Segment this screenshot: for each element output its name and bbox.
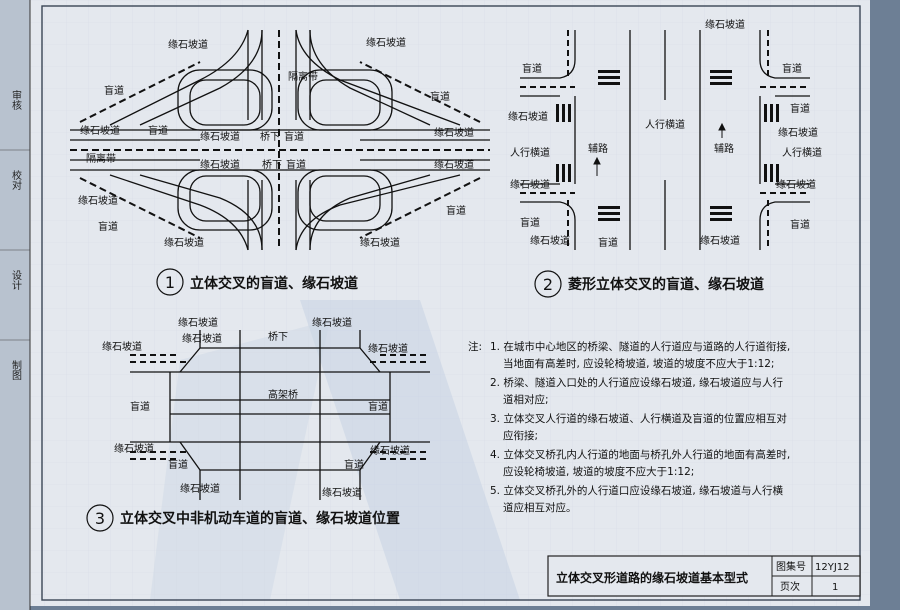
- fig1-label: 缘石坡道: [200, 158, 240, 171]
- fig2-label: 缘石坡道: [705, 18, 745, 31]
- title-block-page-label: 页次: [780, 580, 800, 593]
- figure-1: 缘石坡道 缘石坡道 隔离带 盲道 盲道 缘石坡道 盲道 缘石坡道 桥下 盲道 缘…: [70, 29, 490, 296]
- fig2-label: 缘石坡道: [508, 110, 548, 123]
- drawing-frame: [41, 5, 861, 601]
- notes: 注: 1. 在城市中心地区的桥梁、隧道的人行道应与道路的人行道衔接, 当地面有高…: [468, 340, 790, 514]
- fig2-label: 人行横道: [510, 146, 550, 159]
- title-block-atlas-value: 12YJ12: [815, 562, 850, 573]
- sidebar-item-design: 设计: [10, 270, 22, 291]
- fig2-label: 盲道: [790, 218, 810, 231]
- fig1-label: 盲道: [446, 204, 466, 217]
- notes-line: 2. 桥梁、隧道入口处的人行道应设缘石坡道, 缘石坡道应与人行: [490, 376, 784, 389]
- notes-line: 5. 立体交叉桥孔外的人行道口应设缘石坡道, 缘石坡道与人行横: [490, 484, 784, 497]
- fig3-label: 缘石坡道: [102, 340, 142, 353]
- fig3-label: 盲道: [168, 458, 188, 471]
- fig3-label: 盲道: [368, 400, 388, 413]
- fig2-label: 人行横道: [782, 146, 822, 159]
- notes-line: 应设轮椅坡道, 坡道的坡度不应大于1:12;: [503, 465, 694, 478]
- fig2-caption: 菱形立体交叉的盲道、缘石坡道: [568, 276, 764, 293]
- fig2-label: 辅路: [588, 142, 608, 155]
- fig3-caption-number: 3: [95, 509, 105, 528]
- fig3-label: 缘石坡道: [368, 342, 408, 355]
- fig1-caption: 立体交叉的盲道、缘石坡道: [190, 275, 358, 292]
- fig2-label: 盲道: [522, 62, 542, 75]
- fig1-label: 桥下: [260, 131, 280, 143]
- fig3-caption: 立体交叉中非机动车道的盲道、缘石坡道位置: [120, 510, 400, 527]
- fig1-label: 隔离带: [86, 152, 116, 165]
- sidebar-item-review: 审核: [10, 89, 22, 111]
- fig3-label: 高架桥: [268, 388, 298, 401]
- fig1-label: 缘石坡道: [434, 126, 474, 139]
- fig2-label: 盲道: [598, 236, 618, 249]
- fig3-label: 缘石坡道: [178, 316, 218, 329]
- fig2-label: 缘石坡道: [778, 126, 818, 139]
- fig2-label: 缘石坡道: [510, 178, 550, 191]
- title-block-page-value: 1: [832, 582, 838, 593]
- fig1-label: 隔离带: [288, 70, 318, 83]
- fig1-label: 盲道: [98, 220, 118, 233]
- fig1-label: 盲道: [286, 158, 306, 171]
- title-block-title: 立体交叉形道路的缘石坡道基本型式: [556, 570, 748, 585]
- notes-line: 3. 立体交叉人行道的缘石坡道、人行横道及盲道的位置应相互对: [490, 412, 787, 425]
- fig1-label: 缘石坡道: [434, 158, 474, 171]
- fig3-label: 缘石坡道: [312, 316, 352, 329]
- fig3-label: 盲道: [130, 400, 150, 413]
- fig1-label: 缘石坡道: [80, 124, 120, 137]
- fig1-label: 盲道: [104, 84, 124, 97]
- fig1-label: 缘石坡道: [360, 236, 400, 249]
- fig3-label: 盲道: [344, 458, 364, 471]
- figure-2: 缘石坡道 盲道 盲道 盲道 缘石坡道 缘石坡道 人行横道 辅路 辅路 人行横道 …: [508, 18, 822, 298]
- fig3-label: 缘石坡道: [182, 332, 222, 345]
- fig2-label: 缘石坡道: [776, 178, 816, 191]
- fig1-label: 盲道: [430, 90, 450, 103]
- fig2-caption-number: 2: [543, 275, 553, 294]
- title-block-atlas-label: 图集号: [776, 560, 806, 573]
- fig1-label: 缘石坡道: [366, 36, 406, 49]
- notes-line: 4. 立体交叉桥孔内人行道的地面与桥孔外人行道的地面有高差时,: [490, 448, 790, 461]
- fig1-label: 缘石坡道: [78, 194, 118, 207]
- fig3-label: 缘石坡道: [322, 486, 362, 499]
- notes-line: 当地面有高差时, 应设轮椅坡道, 坡道的坡度不应大于1:12;: [503, 357, 774, 370]
- fig3-label: 缘石坡道: [370, 444, 410, 457]
- fig3-label: 桥下: [268, 331, 288, 343]
- fig1-label: 桥下: [262, 159, 282, 171]
- notes-prefix: 注:: [468, 340, 482, 353]
- fig2-label: 缘石坡道: [530, 234, 570, 247]
- fig1-label: 缘石坡道: [168, 38, 208, 51]
- notes-line: 1. 在城市中心地区的桥梁、隧道的人行道应与道路的人行道衔接,: [490, 340, 790, 353]
- fig2-label: 盲道: [520, 216, 540, 229]
- sidebar: [0, 0, 30, 610]
- fig1-label: 盲道: [148, 124, 168, 137]
- notes-line: 道相对应;: [503, 393, 549, 406]
- sidebar-item-check: 校对: [10, 169, 22, 190]
- fig2-label: 缘石坡道: [700, 234, 740, 247]
- fig2-label: 辅路: [714, 142, 734, 155]
- title-block: 立体交叉形道路的缘石坡道基本型式 图集号 12YJ12 页次 1: [547, 555, 861, 597]
- notes-line: 道应相互对应。: [503, 501, 577, 514]
- fig3-label: 缘石坡道: [114, 442, 154, 455]
- fig1-label: 盲道: [284, 130, 304, 143]
- sidebar-item-drafting: 制图: [10, 359, 22, 381]
- figure-3: 缘石坡道 缘石坡道 缘石坡道 缘石坡道 缘石坡道 桥下 盲道 盲道 高架桥 缘石…: [86, 316, 430, 532]
- fig2-label: 盲道: [782, 62, 802, 75]
- fig3-label: 缘石坡道: [180, 482, 220, 495]
- fig2-label: 人行横道: [645, 118, 685, 131]
- fig1-label: 缘石坡道: [164, 236, 204, 249]
- fig1-label: 缘石坡道: [200, 130, 240, 143]
- notes-line: 应衔接;: [503, 429, 538, 442]
- fig2-label: 盲道: [790, 102, 810, 115]
- fig1-caption-number: 1: [165, 273, 175, 292]
